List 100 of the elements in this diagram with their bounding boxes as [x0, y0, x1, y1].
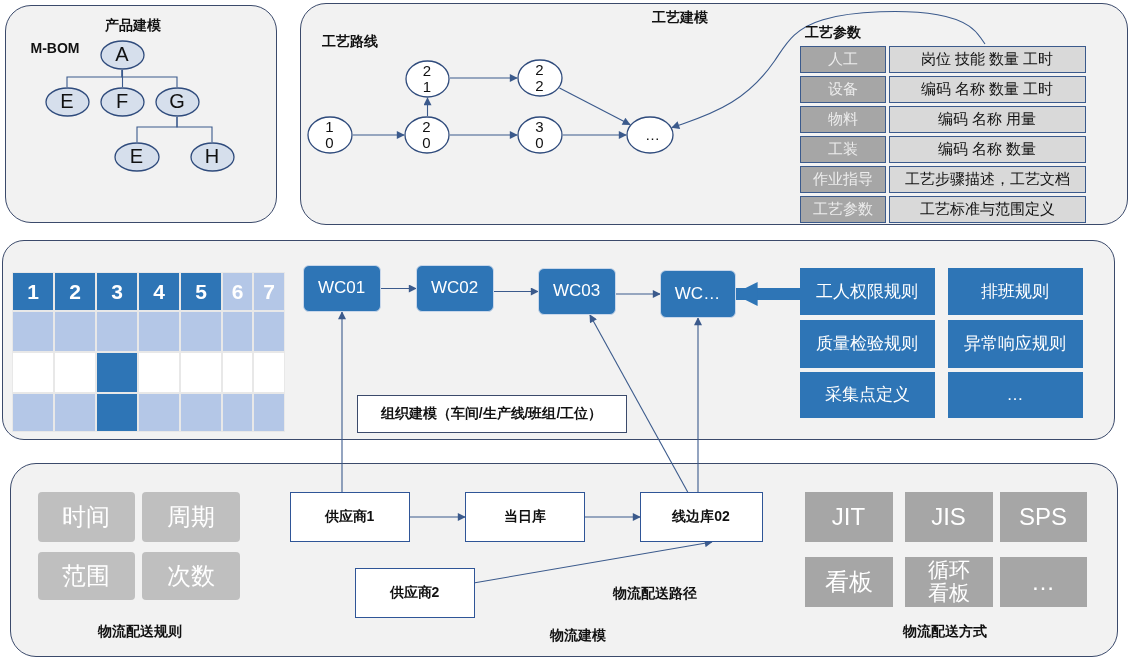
node-label: 编码 名称 数量	[937, 139, 1037, 159]
table-cell	[888, 75, 1086, 103]
table-cell	[888, 165, 1086, 193]
ellipse-node	[113, 141, 160, 172]
node-label: 循环看板	[926, 559, 971, 604]
arrow	[474, 539, 713, 584]
node-label: 工艺步骤描述，工艺文档	[904, 169, 1070, 189]
node-label: …	[1031, 567, 1055, 596]
ellipse-node	[403, 115, 450, 154]
arrow	[423, 97, 432, 117]
node-label: 看板	[824, 566, 873, 597]
node-label: WC03	[552, 281, 601, 301]
method-tile	[904, 491, 993, 542]
node-label: 质量检验规则	[816, 333, 918, 355]
step-number: 30	[535, 118, 544, 151]
node-label: …	[1006, 384, 1024, 405]
block-arrow	[733, 282, 800, 306]
node-label: 时间	[62, 501, 110, 532]
node-label: SPS	[1019, 502, 1067, 531]
rule-tile	[141, 491, 240, 542]
work-center-box	[415, 264, 494, 312]
ellipse-node	[625, 115, 674, 154]
arrow	[352, 131, 405, 139]
ellipse-node	[306, 115, 353, 154]
day-number: 7	[263, 280, 275, 304]
node-label: G	[169, 90, 185, 113]
ellipse-node	[154, 86, 200, 117]
table-cell	[888, 45, 1086, 73]
connector-line	[121, 69, 178, 88]
node-label: JIS	[931, 502, 966, 531]
rule-tile	[141, 551, 240, 600]
node-label: 人工	[827, 49, 858, 69]
arrow	[380, 284, 417, 293]
node-label: 编码 名称 数量 工时	[920, 79, 1054, 99]
arrow	[584, 513, 641, 521]
arrow	[694, 317, 702, 493]
step-number: 10	[325, 118, 334, 151]
node-label: F	[115, 90, 129, 113]
node-label: 设备	[827, 79, 858, 99]
ellipse-node	[189, 141, 235, 172]
step-number: 21	[422, 62, 432, 95]
node-label: 岗位 技能 数量 工时	[920, 49, 1054, 69]
rule-tile	[37, 551, 135, 600]
table-cell	[799, 195, 886, 223]
table-cell	[799, 135, 886, 163]
node-label: 工艺参数	[812, 199, 873, 219]
org-box	[356, 394, 627, 433]
panel-heading: M-BOM	[30, 40, 80, 56]
day-number: 4	[153, 280, 165, 304]
panel-heading: 工艺路线	[322, 33, 378, 51]
panel-heading: 产品建模	[105, 17, 161, 35]
day-number: 1	[27, 280, 39, 304]
modeling-panel	[2, 240, 1115, 440]
node-label: WC02	[430, 278, 479, 298]
table-cell	[799, 45, 886, 73]
table-cell	[799, 105, 886, 133]
method-tile	[999, 491, 1087, 542]
modeling-panel	[300, 3, 1128, 225]
day-number: 5	[195, 280, 207, 304]
node-label: 供应商1	[324, 507, 375, 526]
arrow	[615, 290, 661, 298]
node-label: 组织建模（车间/生产线/班组/工位）	[380, 404, 603, 423]
node-label: E	[129, 145, 144, 168]
table-cell	[888, 135, 1086, 163]
node-label: 作业指导	[812, 169, 873, 189]
section-caption: 物流配送路径	[613, 585, 697, 603]
day-number: 6	[231, 280, 244, 304]
step-number: 20	[422, 118, 431, 151]
arrow	[589, 314, 689, 493]
connector-line	[176, 116, 213, 143]
node-label: 采集点定义	[824, 384, 910, 406]
node-label: 供应商2	[389, 583, 440, 602]
node-label: 范围	[62, 560, 110, 591]
arrow	[558, 87, 631, 126]
panel-heading: 工艺建模	[652, 9, 708, 27]
modeling-panel	[5, 5, 277, 223]
table-heading: 工艺参数	[805, 24, 861, 42]
section-caption: 物流配送规则	[98, 623, 182, 641]
table-cell	[888, 195, 1086, 223]
method-tile	[999, 556, 1087, 607]
arrow	[449, 131, 518, 139]
ellipse-node	[404, 59, 450, 98]
modeling-panel	[10, 463, 1118, 657]
ellipse-node	[516, 58, 563, 97]
node-label: 当日库	[503, 507, 546, 526]
node-label: WC01	[317, 278, 366, 298]
arrow	[338, 311, 346, 493]
node-label: 工装	[827, 139, 858, 159]
arrow	[562, 131, 627, 139]
node-label: 次数	[166, 560, 215, 591]
node-label: 排班规则	[981, 280, 1049, 303]
location-box	[354, 567, 475, 618]
arrow	[493, 287, 539, 296]
location-box	[464, 491, 585, 542]
node-label: E	[60, 90, 74, 113]
node-label: H	[204, 145, 220, 168]
rule-tile	[37, 491, 135, 542]
node-label: 物料	[827, 109, 858, 129]
ellipse-node	[99, 86, 145, 117]
node-label: 异常响应规则	[964, 333, 1066, 355]
